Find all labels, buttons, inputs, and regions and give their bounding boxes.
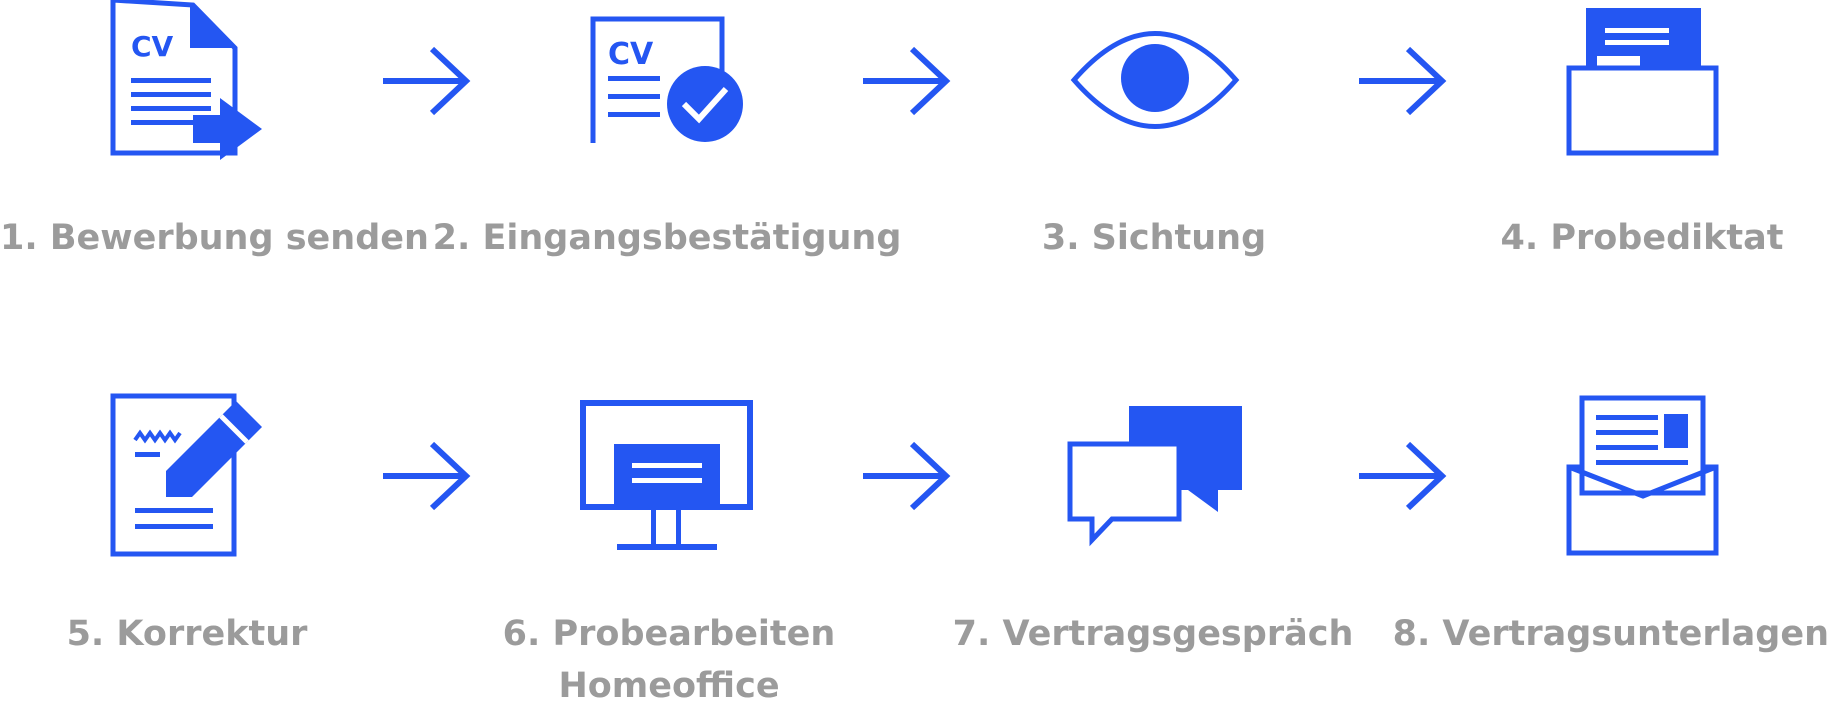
- svg-text:CV: CV: [608, 37, 654, 72]
- arrow-right-icon: [863, 46, 951, 116]
- step-6-label-line2: Homeoffice: [558, 666, 780, 706]
- step-7-label: 7. Vertragsgespräch: [952, 614, 1354, 654]
- cv-document-check-icon: CV: [590, 16, 743, 143]
- document-pencil-icon: [110, 393, 262, 557]
- step-3-label: 3. Sichtung: [1041, 218, 1267, 258]
- step-5-label: 5. Korrektur: [66, 614, 308, 654]
- step-6-label-line1: 6. Probearbeiten: [502, 614, 836, 654]
- arrow-right-icon: [1359, 46, 1447, 116]
- svg-text:CV: CV: [131, 30, 174, 63]
- folder-document-icon: [1566, 8, 1719, 156]
- arrow-right-icon: [1359, 441, 1447, 511]
- computer-monitor-icon: [580, 400, 753, 550]
- arrow-right-icon: [383, 441, 471, 511]
- step-1-label: 1. Bewerbung senden: [0, 218, 429, 258]
- arrow-right-icon: [383, 46, 471, 116]
- cv-document-send-icon: CV: [110, 0, 262, 160]
- chat-bubbles-icon: [1067, 406, 1242, 547]
- arrow-right-icon: [863, 441, 951, 511]
- step-6-label: 6. Probearbeiten Homeoffice: [503, 608, 836, 712]
- envelope-letter-icon: [1566, 395, 1719, 556]
- step-2-label: 2. Eingangsbestätigung: [432, 218, 902, 258]
- step-4-label: 4. Probediktat: [1500, 218, 1784, 258]
- step-8-label: 8. Vertragsunterlagen: [1392, 614, 1829, 654]
- eye-icon: [1070, 31, 1240, 129]
